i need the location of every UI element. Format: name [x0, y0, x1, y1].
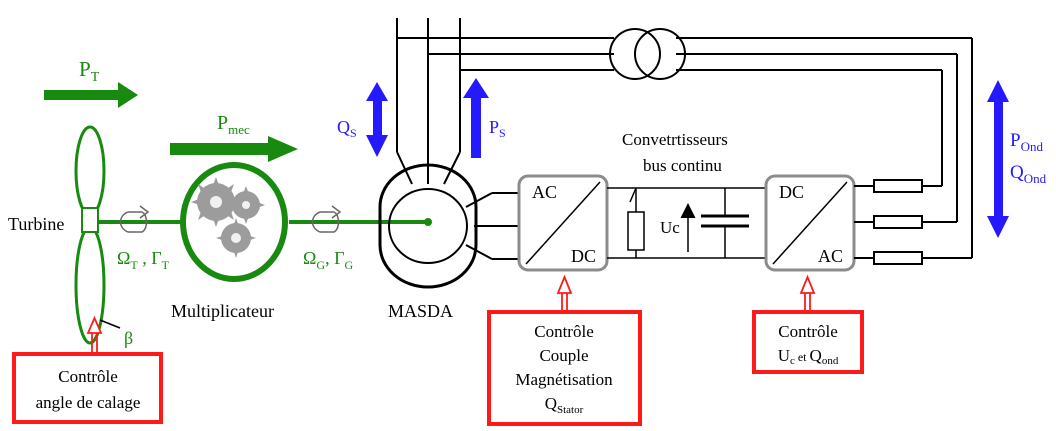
qstator-main: Q: [545, 394, 557, 413]
turbine-label: Turbine: [8, 214, 64, 234]
control-box-converter: [487, 310, 642, 426]
gear-icon: [216, 218, 256, 258]
control-angle-line-1: Contrôle: [58, 367, 118, 386]
filter-resistor: [873, 215, 923, 229]
converter-title-line-1: Convetrtisseurs: [622, 130, 728, 149]
omega-t-separator: , Γ: [138, 248, 162, 268]
grid-lines: [396, 18, 973, 258]
omega-t-sub2: T: [162, 258, 170, 272]
gear-icon: [227, 186, 265, 224]
power-mech-arrow: [170, 136, 298, 162]
ps-main: P: [489, 117, 499, 137]
power-turbine-main: P: [79, 57, 91, 81]
pond-main: P: [1010, 130, 1021, 151]
control-converter-line-4: QStator: [545, 394, 584, 416]
qond-control-main: Q: [810, 346, 822, 365]
power-mech-label: Pmec: [217, 112, 250, 137]
uc-sub: c: [790, 355, 795, 367]
gearbox: [180, 162, 288, 282]
generator-speed-torque-label: ΩG, ΓG: [303, 248, 353, 272]
pond-sub: Ond: [1021, 139, 1044, 154]
turbine-blades: [74, 125, 121, 345]
control-dc-ac-line-2: Uc et Qond: [778, 346, 839, 367]
omega-g-main: Ω: [303, 248, 316, 268]
dc-right-label: DC: [779, 182, 804, 202]
omega-g-separator: , Γ: [325, 248, 344, 268]
ps-label: PS: [489, 117, 506, 140]
qs-sub: S: [350, 126, 357, 140]
uc-label: Uc: [660, 218, 680, 237]
masda-generator: [378, 163, 478, 289]
qond-main: Q: [1010, 162, 1024, 183]
power-mech-sub: mec: [228, 122, 250, 137]
ac-left-label: AC: [532, 182, 557, 202]
power-turbine-arrow: [44, 82, 138, 108]
power-turbine-sub: T: [91, 70, 100, 85]
control-box-dc-ac: [752, 310, 864, 374]
control-angle-line-2: angle de calage: [36, 393, 141, 412]
omega-t-sub1: T: [130, 258, 138, 272]
control-arrow-angle: [86, 315, 103, 354]
gear-icon: [191, 177, 241, 227]
multiplicateur-label: Multiplicateur: [171, 301, 274, 321]
filter-resistor: [873, 179, 923, 193]
pond-label: POnd: [1010, 130, 1043, 154]
rotation-turbine-icon: [119, 205, 150, 233]
control-converter-line-2: Couple: [539, 346, 588, 365]
control-converter-line-1: Contrôle: [534, 322, 594, 341]
qond-label: QOnd: [1010, 162, 1047, 186]
brake-resistor: [627, 187, 645, 251]
control-dc-ac-line-1: Contrôle: [778, 322, 838, 341]
ps-sub: S: [499, 126, 506, 140]
control-converter-line-3: Magnétisation: [515, 370, 613, 389]
output-filter-lines: [854, 185, 972, 259]
uc-main: U: [778, 346, 790, 365]
converter-ac-dc: [517, 174, 609, 272]
transformer: [609, 28, 686, 80]
qond-sub: Ond: [1024, 171, 1047, 186]
omega-g-sub1: G: [316, 258, 325, 272]
rotor-lines: [465, 192, 519, 260]
power-turbine-label: PT: [79, 57, 100, 85]
dc-bus: [607, 187, 766, 259]
omega-g-sub2: G: [344, 258, 353, 272]
beta-label: β: [124, 328, 133, 348]
pond-qond-arrow: [987, 80, 1009, 238]
ac-right-label: AC: [818, 246, 843, 266]
qs-label: QS: [337, 117, 357, 140]
dc-left-label: DC: [571, 246, 596, 266]
omega-t-main: Ω: [117, 248, 130, 268]
turbine-speed-torque-label: ΩT , ΓT: [117, 248, 170, 272]
qstator-sub: Stator: [557, 404, 584, 416]
ps-arrow: [463, 78, 489, 158]
et-label: et: [795, 350, 810, 364]
control-box-angle: [12, 352, 163, 424]
qond-control-sub: ond: [822, 355, 839, 367]
power-mech-main: P: [217, 112, 228, 134]
qs-arrow: [366, 82, 388, 157]
rotation-generator-icon: [311, 205, 342, 233]
dc-capacitor: [701, 214, 749, 228]
converter-title-line-2: bus continu: [643, 156, 722, 175]
masda-label: MASDA: [388, 301, 453, 321]
control-arrow-dc-ac: [799, 274, 816, 312]
control-arrow-ac-dc: [556, 274, 573, 312]
qs-main: Q: [337, 117, 350, 137]
filter-resistor: [873, 251, 923, 265]
